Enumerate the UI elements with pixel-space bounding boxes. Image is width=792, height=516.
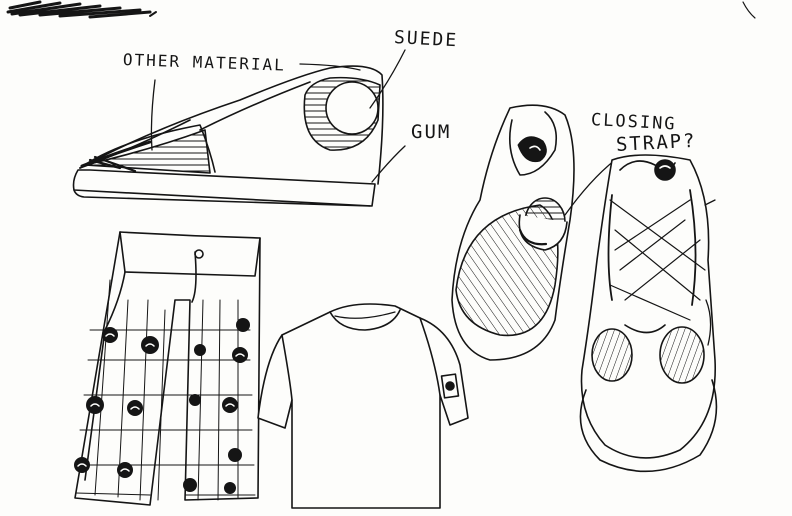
t-shirt bbox=[257, 303, 469, 509]
corner-scribble bbox=[6, 0, 157, 19]
shoe-back-view bbox=[579, 154, 718, 473]
label-strap: STRAP? bbox=[615, 129, 698, 156]
shoe-side-view bbox=[72, 49, 406, 207]
checkered-pants bbox=[74, 231, 261, 506]
label-gum: GUM bbox=[411, 121, 452, 143]
shoe-top-view bbox=[451, 104, 616, 361]
label-suede: SUEDE bbox=[393, 27, 459, 52]
